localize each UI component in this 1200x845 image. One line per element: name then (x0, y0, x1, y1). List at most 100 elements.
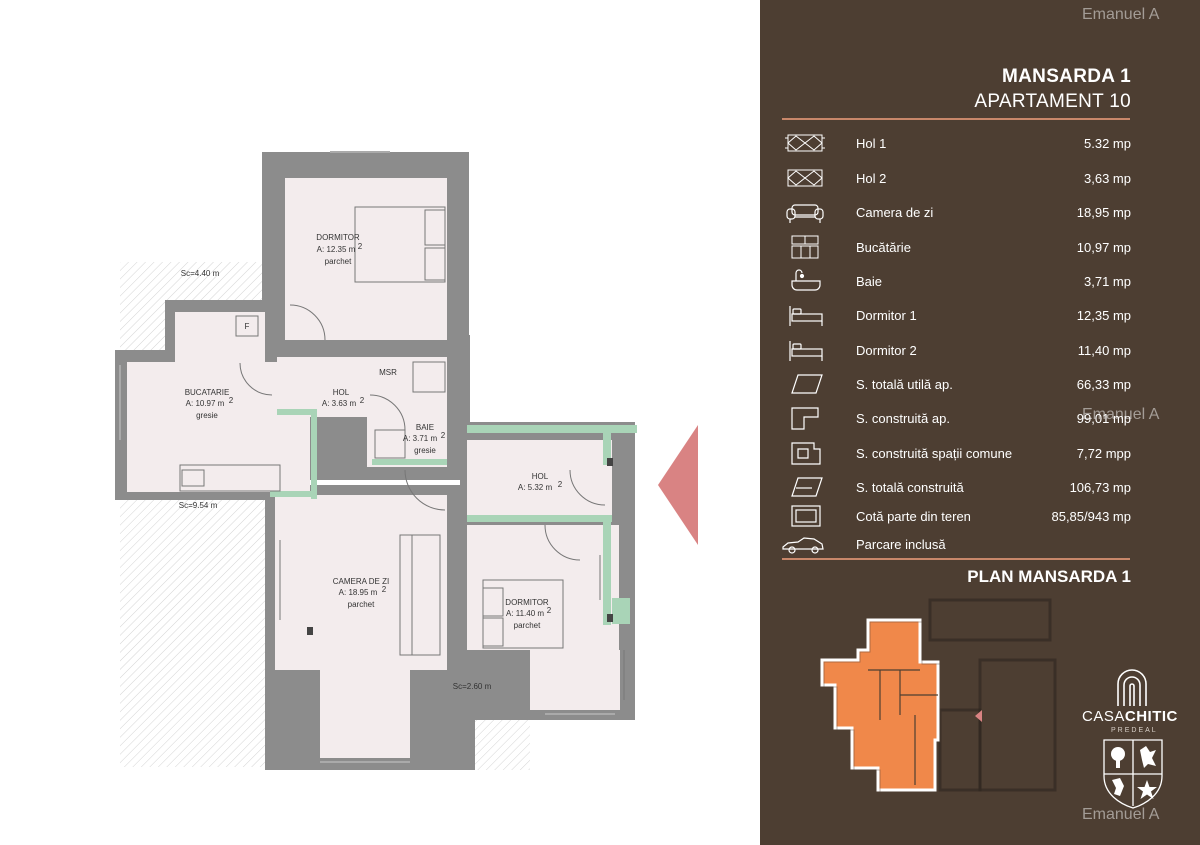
dormitor2-floor: parchet (514, 621, 541, 630)
balcony1-label: Sc=4.40 m (181, 269, 220, 278)
brand-logo: CASACHITIC (1082, 708, 1178, 725)
label-parcare: Parcare inclusă (856, 537, 946, 552)
floor-plan: DORMITOR A: 12.35 m 2 parchet BUCATARIE … (115, 151, 698, 770)
row-teren: Cotă parte din teren 85,85/943 mp (760, 503, 1200, 533)
rug-icon (785, 134, 825, 152)
bucatarie-sup: 2 (229, 396, 234, 405)
row-dormitor-1: Dormitor 1 12,35 mp (760, 302, 1200, 332)
hol2-name: HOL (333, 388, 350, 397)
rug-icon (787, 169, 823, 187)
dormitor1-floor: parchet (325, 257, 352, 266)
label-dormitor-1: Dormitor 1 (856, 308, 917, 323)
row-suprafata-construita: S. construită ap. 99,01 mp (760, 405, 1200, 435)
mini-direction-arrow-icon (975, 710, 982, 722)
room-camera-de-zi (275, 495, 447, 670)
mini-plan-walls (868, 669, 938, 785)
direction-arrow-icon (658, 425, 698, 545)
room-bucatarie (127, 362, 277, 492)
row-dormitor-2: Dormitor 2 11,40 mp (760, 337, 1200, 367)
floor-area-icon (791, 374, 823, 394)
row-parcare: Parcare inclusă (760, 531, 1200, 561)
room-baie (367, 357, 447, 467)
value-total-construita: 106,73 mp (1069, 480, 1131, 495)
camera-floor: parchet (348, 600, 375, 609)
dormitor2-sup: 2 (547, 606, 552, 615)
bed-icon (789, 341, 823, 361)
hol2-sup: 2 (360, 396, 365, 405)
bed-icon (789, 306, 823, 326)
baie-floor: gresie (414, 446, 436, 455)
row-bucatarie: Bucătărie 10,97 mp (760, 234, 1200, 264)
row-hol-1: Hol 1 5.32 mp (760, 130, 1200, 160)
info-panel: Emanuel A Emanuel A Emanuel A MANSARDA 1… (760, 0, 1200, 845)
row-baie: Baie 3,71 mp (760, 268, 1200, 298)
row-total-construita: S. totală construită 106,73 mp (760, 474, 1200, 504)
kitchen-icon (791, 235, 819, 259)
brand-bold: CHITIC (1124, 708, 1178, 725)
room-hol-2 (277, 357, 367, 417)
mini-floor-plan (820, 598, 1057, 793)
label-suprafata-construita: S. construită ap. (856, 411, 950, 426)
built-area-icon (791, 407, 819, 430)
label-teren: Cotă parte din teren (856, 509, 971, 524)
land-icon (791, 505, 821, 527)
dormitor1-name: DORMITOR (316, 233, 360, 242)
value-bucatarie: 10,97 mp (1076, 240, 1131, 255)
common-area-icon (791, 442, 821, 465)
label-dormitor-2: Dormitor 2 (856, 343, 917, 358)
watermark: Emanuel A (1082, 6, 1160, 23)
brand-sub: PREDEAL (1111, 727, 1158, 734)
title: MANSARDA 1 (1002, 66, 1131, 87)
total-area-icon (791, 477, 823, 497)
bucatarie-area: A: 10.97 m (186, 399, 225, 408)
balcony3-label: Sc=2.60 m (453, 682, 492, 691)
dormitor1-sup: 2 (358, 242, 363, 251)
watermark-bottom: Emanuel A (1082, 806, 1160, 823)
value-hol-1: 5.32 mp (1084, 136, 1131, 151)
value-dormitor-2: 11,40 mp (1077, 343, 1131, 358)
bathtub-icon (791, 269, 821, 291)
camera-sup: 2 (382, 585, 387, 594)
msr-label: MSR (379, 368, 397, 377)
sofa-icon (786, 204, 824, 223)
floor-plan-drawing: DORMITOR A: 12.35 m 2 parchet BUCATARIE … (115, 151, 698, 770)
fridge-label: F (245, 322, 250, 331)
label-camera-de-zi: Camera de zi (856, 205, 934, 220)
subtitle: APARTAMENT 10 (974, 91, 1131, 112)
camera-name: CAMERA DE ZI (333, 577, 389, 586)
watermark-middle: Emanuel A (1082, 406, 1160, 423)
plan-title: PLAN MANSARDA 1 (967, 567, 1131, 586)
crest-icon (1103, 739, 1163, 809)
vents (307, 458, 613, 635)
mini-plan-other-units (928, 598, 1057, 792)
hol1-sup: 2 (558, 480, 563, 489)
car-icon (782, 537, 824, 554)
divider-bottom (782, 558, 1130, 560)
row-hol-2: Hol 2 3,63 mp (760, 165, 1200, 195)
row-suprafata-utila: S. totală utilă ap. 66,33 mp (760, 371, 1200, 401)
dormitor2-name: DORMITOR (505, 598, 549, 607)
value-baie: 3,71 mp (1084, 274, 1131, 289)
hol1-name: HOL (532, 472, 549, 481)
bucatarie-floor: gresie (196, 411, 218, 420)
value-suprafata-construita: 99,01 mp (1076, 411, 1131, 426)
label-hol-1: Hol 1 (856, 136, 887, 151)
row-spatii-comune: S. construită spații comune 7,72 mpp (760, 440, 1200, 470)
baie-area: A: 3.71 m (403, 434, 438, 443)
insulated-walls (270, 409, 637, 625)
balcony2-label: Sc=9.54 m (179, 501, 218, 510)
value-hol-2: 3,63 mp (1084, 171, 1131, 186)
windows (119, 151, 615, 763)
dormitor2-area: A: 11.40 m (506, 609, 544, 618)
baie-sup: 2 (441, 431, 446, 440)
label-baie: Baie (856, 274, 883, 289)
hol2-area: A: 3.63 m (322, 399, 357, 408)
divider-top (782, 118, 1130, 120)
value-dormitor-1: 12,35 mp (1076, 308, 1131, 323)
fixtures (179, 206, 625, 700)
label-total-construita: S. totală construită (856, 480, 964, 495)
bucatarie-name: BUCATARIE (185, 388, 230, 397)
room-dormitor-1 (285, 178, 447, 340)
hol1-area: A: 5.32 m (518, 483, 553, 492)
value-teren: 85,85/943 mp (1051, 509, 1131, 524)
